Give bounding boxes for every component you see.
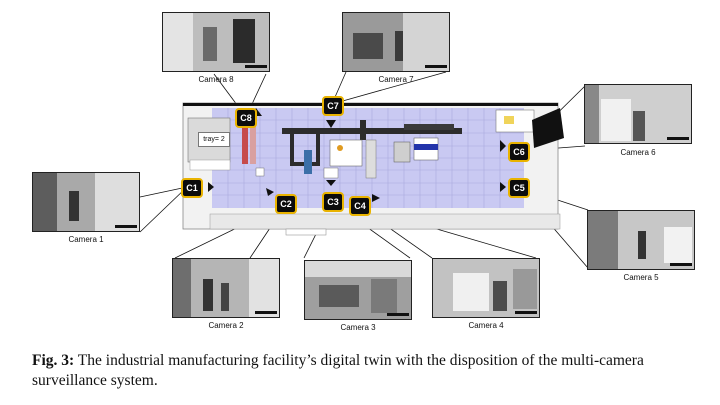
camera-3-thumbnail <box>304 260 412 320</box>
camera-badge-c5: C5 <box>508 178 530 198</box>
caption-text: The industrial manufacturing facility’s … <box>32 352 644 389</box>
tray-label: tray= 2 <box>198 132 230 147</box>
camera-badge-c3: C3 <box>322 192 344 212</box>
camera-5-thumbnail <box>587 210 695 270</box>
camera-1-thumbnail <box>32 172 140 232</box>
camera-2-thumbnail <box>172 258 280 318</box>
camera-1-label: Camera 1 <box>68 235 104 244</box>
camera-7-thumbnail <box>342 12 450 72</box>
camera-badge-c1: C1 <box>181 178 203 198</box>
digital-twin-floorplan <box>139 71 589 269</box>
camera-7-label: Camera 7 <box>378 75 414 84</box>
camera-badge-c4: C4 <box>349 196 371 216</box>
camera-6-thumbnail <box>584 84 692 144</box>
camera-3-label: Camera 3 <box>340 323 376 332</box>
figure: tray= 2 Camera 8 Camera 7 Camera 6 Camer… <box>32 12 695 332</box>
camera-2-label: Camera 2 <box>208 321 244 330</box>
figure-caption: Fig. 3: The industrial manufacturing fac… <box>32 351 702 391</box>
camera-badge-c8: C8 <box>235 108 257 128</box>
camera-badge-c6: C6 <box>508 142 530 162</box>
caption-prefix: Fig. 3: <box>32 352 75 369</box>
camera-4-label: Camera 4 <box>468 321 504 330</box>
camera-8-thumbnail <box>162 12 270 72</box>
camera-4-thumbnail <box>432 258 540 318</box>
camera-5-label: Camera 5 <box>623 273 659 282</box>
camera-badge-c2: C2 <box>275 194 297 214</box>
camera-8-label: Camera 8 <box>198 75 234 84</box>
camera-6-label: Camera 6 <box>620 148 656 157</box>
camera-badge-c7: C7 <box>322 96 344 116</box>
